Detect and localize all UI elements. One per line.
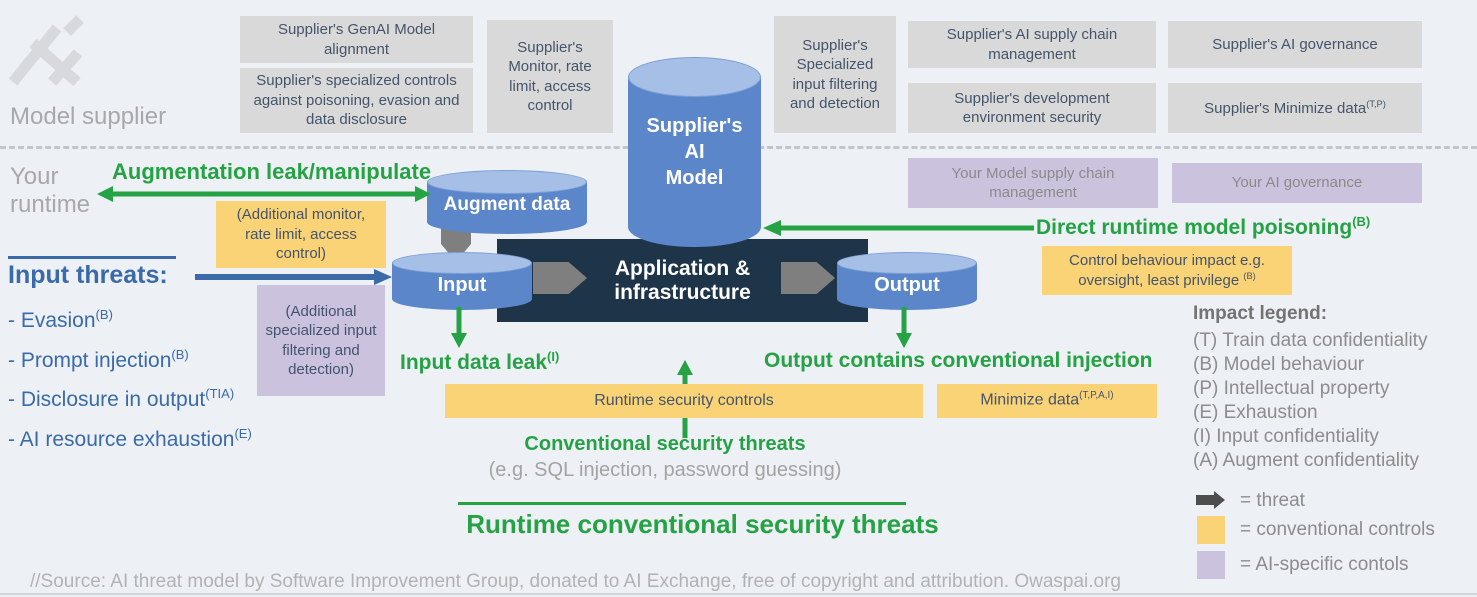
your-model-supply-chain-box: Your Model supply chain management xyxy=(908,158,1158,208)
impact-legend-item: (I) Input confidentiality xyxy=(1193,426,1379,447)
impact-legend-item: (P) Intellectual property xyxy=(1193,378,1390,399)
application-infrastructure-label: Application & infrastructure xyxy=(614,257,751,304)
ai-specific-controls-swatch xyxy=(1197,551,1225,579)
input-threats-underline xyxy=(8,256,176,259)
threat-legend-label: = threat xyxy=(1240,490,1305,511)
input-threats-title: Input threats: xyxy=(8,261,168,289)
conventional-controls-swatch xyxy=(1197,516,1225,544)
impact-legend-list: (T) Train data confidentiality (B) Model… xyxy=(1193,329,1427,473)
output-injection-label: Output contains conventional injection xyxy=(764,349,1153,372)
augmentation-leak-label: Augmentation leak/manipulate xyxy=(112,159,432,184)
supplier-dev-env-security-box: Supplier's development environment secur… xyxy=(908,83,1156,133)
cylinder-top xyxy=(427,170,587,194)
impact-legend-item: (T) Train data confidentiality xyxy=(1193,330,1428,351)
your-ai-governance-box: Your AI governance xyxy=(1172,163,1422,203)
additional-input-filtering-box: (Additional specialized input filtering … xyxy=(257,285,385,396)
supplier-ai-model-cylinder: Supplier's AI Model xyxy=(628,57,761,247)
ai-model-label: Supplier's AI Model xyxy=(646,115,743,189)
output-leak-arrow xyxy=(896,307,912,348)
model-supplier-zone-label: Model supplier xyxy=(10,103,167,130)
runtime-heading-divider xyxy=(458,502,906,505)
source-attribution: //Source: AI threat model by Software Im… xyxy=(30,571,1121,592)
cylinder-top xyxy=(837,252,977,274)
cylinder-top xyxy=(628,57,761,97)
cylinder-top xyxy=(392,252,532,274)
input-threat-item: - Disclosure in output(TIA) xyxy=(8,386,235,411)
supplier-monitor-rate-limit-box: Supplier's Monitor, rate limit, access c… xyxy=(487,20,613,133)
additional-monitor-box: (Additional monitor, rate limit, access … xyxy=(216,201,386,268)
conventional-threats-label: Conventional security threats xyxy=(524,433,806,455)
input-threat-item: - AI resource exhaustion(E) xyxy=(8,425,252,451)
ai-exchange-logo-icon xyxy=(8,15,84,87)
direct-poisoning-arrow xyxy=(763,220,1034,236)
supplier-ai-governance-box: Supplier's AI governance xyxy=(1168,21,1422,68)
threat-legend-arrow xyxy=(1196,491,1225,509)
input-data-leak-label: Input data leak(I) xyxy=(400,349,560,374)
supplier-specialized-controls-box: Supplier's specialized controls against … xyxy=(240,68,473,133)
output-label: Output xyxy=(874,274,940,296)
supplier-supply-chain-box: Supplier's AI supply chain management xyxy=(908,21,1156,68)
supplier-input-filtering-box: Supplier's Specialized input filtering a… xyxy=(774,16,896,133)
bottom-divider xyxy=(0,593,1477,595)
behaviour-impact-box: Control behaviour impact e.g. oversight,… xyxy=(1042,246,1292,295)
runtime-heading: Runtime conventional security threats xyxy=(466,509,939,539)
input-threat-item: - Prompt injection(B) xyxy=(8,346,189,372)
impact-legend-item: (B) Model behaviour xyxy=(1193,354,1365,375)
augment-data-cylinder: Augment data xyxy=(427,170,587,234)
input-threat-item: - Evasion(B) xyxy=(8,307,113,332)
minimize-data-box: Minimize data(T,P,A,I) xyxy=(937,384,1157,418)
your-runtime-zone-label: Your runtime xyxy=(10,163,91,218)
input-leak-arrow xyxy=(451,307,467,348)
augmentation-leak-arrow xyxy=(97,186,431,202)
runtime-security-controls-box: Runtime security controls xyxy=(445,384,923,418)
output-cylinder: Output xyxy=(837,252,977,310)
conventional-controls-label: = conventional controls xyxy=(1240,519,1435,540)
input-threats-arrow xyxy=(195,269,392,285)
supplier-genai-alignment-box: Supplier's GenAI Model alignment xyxy=(240,16,473,63)
impact-legend-item: (A) Augment confidentiality xyxy=(1193,450,1420,471)
supplier-minimize-data-box: Supplier's Minimize data(T,P) xyxy=(1168,83,1422,133)
augment-data-label: Augment data xyxy=(443,194,571,215)
impact-legend-item: (E) Exhaustion xyxy=(1193,402,1318,423)
input-cylinder: Input xyxy=(392,252,532,310)
direct-poisoning-label: Direct runtime model poisoning(B) xyxy=(1036,214,1371,239)
conventional-threats-examples: (e.g. SQL injection, password guessing) xyxy=(488,459,842,481)
input-label: Input xyxy=(437,274,487,296)
ai-specific-controls-label: = AI-specific contols xyxy=(1240,554,1409,575)
input-threats-list: - Evasion(B) - Prompt injection(B) - Dis… xyxy=(8,298,252,456)
impact-legend-title: Impact legend: xyxy=(1193,303,1328,324)
